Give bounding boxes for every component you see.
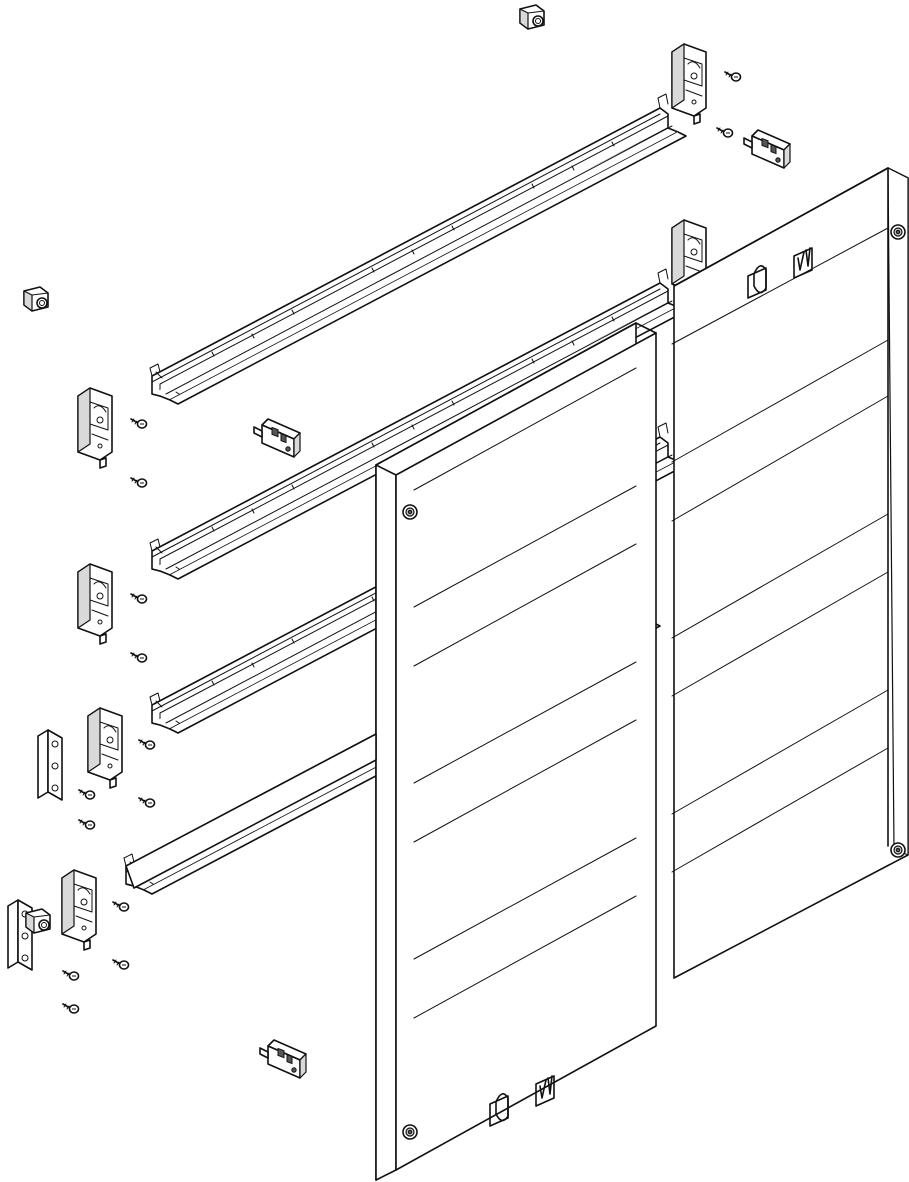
screw-left-3a (138, 739, 156, 750)
bracket-left-4 (61, 869, 97, 951)
bracket-right-top (671, 43, 707, 125)
clip-nut-left (23, 286, 49, 312)
screw-hinge-2b (62, 1003, 80, 1014)
clip-nut-top (519, 4, 545, 30)
panel-screw-top-left (402, 504, 418, 520)
back-panel-lines (671, 227, 889, 873)
connector-block-top (743, 129, 791, 169)
screw-left-1a (130, 418, 148, 429)
connector-block-mid (253, 418, 301, 458)
screw-left-3b (138, 797, 156, 808)
screw-right-top-2 (716, 127, 734, 138)
bracket-left-2 (77, 563, 113, 645)
screw-left-4a (112, 901, 130, 912)
panel-screw-bottom-right (890, 842, 906, 858)
screw-left-1b (130, 477, 148, 488)
rail-5-stub (125, 733, 377, 889)
front-panel (375, 322, 657, 1181)
front-panel-lines (413, 367, 637, 1019)
clip-nut-bottom (25, 908, 51, 934)
bracket-left-1 (77, 387, 113, 469)
connector-block-bottom (259, 1039, 307, 1079)
panel-screw-bottom-left (402, 1124, 418, 1140)
screw-right-top (724, 71, 742, 82)
screw-left-4b (112, 959, 130, 970)
hinge-plate-2 (7, 899, 33, 971)
bracket-left-3 (87, 707, 123, 789)
screw-hinge-1a (78, 789, 96, 800)
screw-left-2a (130, 593, 148, 604)
screw-left-2b (130, 652, 148, 663)
panel-screw-top-right (890, 224, 906, 240)
screw-hinge-2a (62, 970, 80, 981)
screw-hinge-1b (78, 819, 96, 830)
back-panel (671, 167, 909, 979)
hinge-plate-1 (37, 729, 63, 801)
